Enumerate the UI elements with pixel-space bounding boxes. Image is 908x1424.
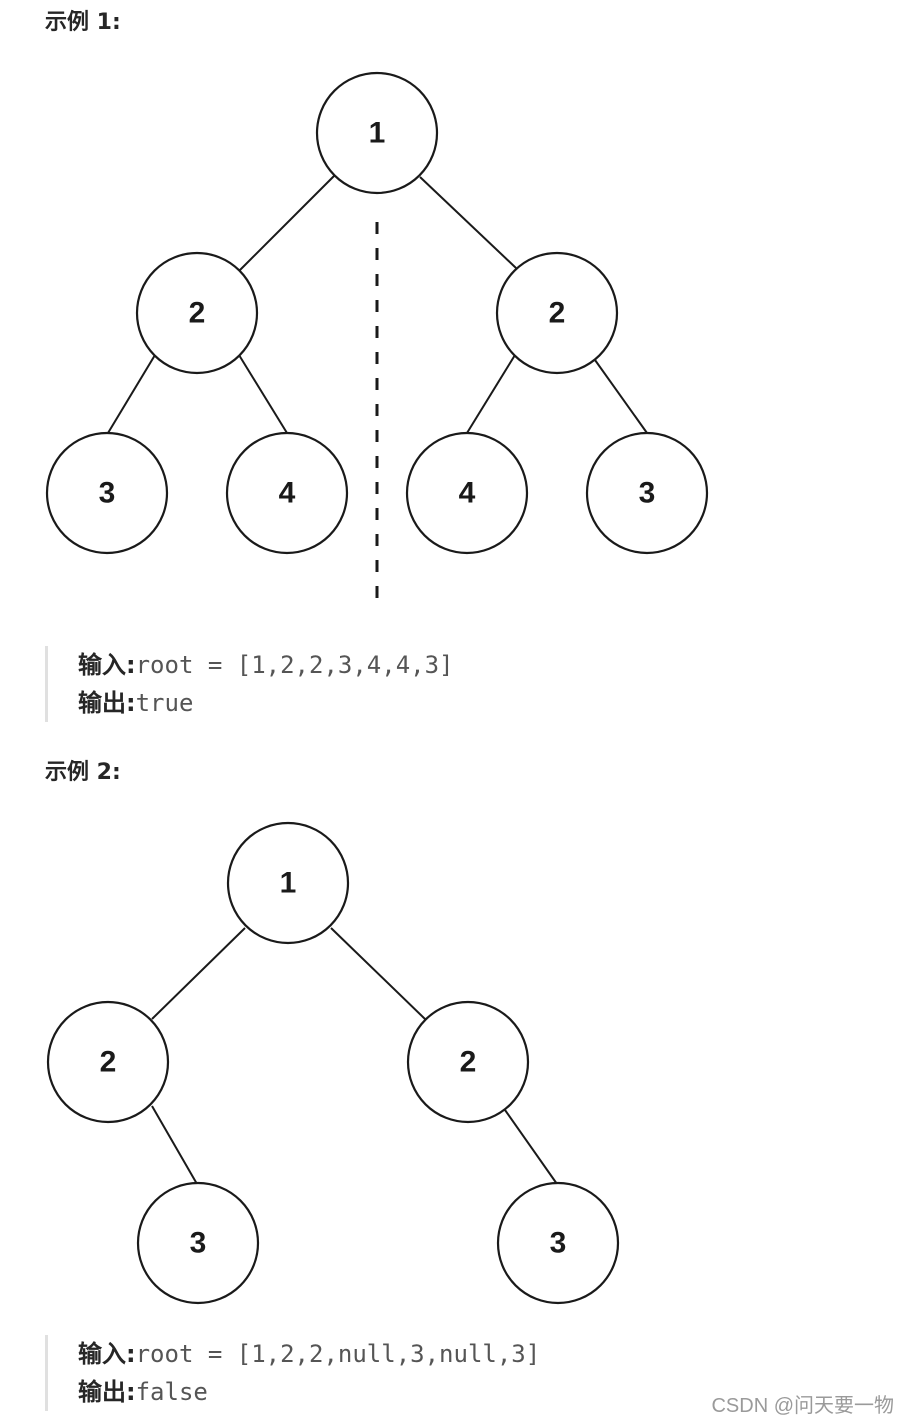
output-value: true [135,689,194,717]
svg-text:1: 1 [280,867,297,900]
example-2-io-block: 输入:root = [1,2,2,null,3,null,3] 输出:false [45,1335,540,1411]
edge-2a-3 [107,354,156,434]
example-2-title: 示例 2: [45,760,121,785]
tree-node: 1 [315,71,439,195]
tree-node: 2 [495,251,619,375]
tree-node: 3 [45,431,169,555]
input-value: root = [1,2,2,3,4,4,3] [135,651,454,679]
tree-node: 2 [406,1000,530,1124]
input-label: 输入: [78,651,136,679]
edge-1-2a [239,174,336,271]
edge-2b-4 [466,354,516,434]
tree-node: 1 [226,821,350,945]
output-line: 输出:true [78,684,454,722]
svg-text:2: 2 [549,297,566,330]
csdn-watermark: CSDN @问天要一物 [711,1395,894,1417]
tree-node: 2 [46,1000,170,1124]
svg-text:3: 3 [550,1227,567,1260]
edge-2b-3 [594,359,648,434]
input-line: 输入:root = [1,2,2,null,3,null,3] [78,1335,540,1373]
svg-text:4: 4 [279,477,296,510]
tree-node: 4 [405,431,529,555]
example-1-title: 示例 1: [45,10,121,35]
edge-1-2a [151,927,246,1020]
output-label: 输出: [78,1378,136,1406]
svg-text:1: 1 [369,117,386,150]
edge-1-2b [330,927,426,1020]
svg-text:2: 2 [189,297,206,330]
edge-1-2b [419,176,517,269]
edge-2a-3 [151,1105,198,1185]
svg-text:2: 2 [100,1046,117,1079]
output-label: 输出: [78,689,136,717]
input-label: 输入: [78,1340,136,1368]
edge-2b-3 [504,1109,558,1185]
output-line: 输出:false [78,1373,540,1411]
input-value: root = [1,2,2,null,3,null,3] [135,1340,541,1368]
tree-node: 4 [225,431,349,555]
svg-text:3: 3 [639,477,656,510]
example-1-tree-diagram: 1 2 2 3 4 4 3 [45,71,709,612]
input-line: 输入:root = [1,2,2,3,4,4,3] [78,646,454,684]
svg-text:3: 3 [99,477,116,510]
svg-text:2: 2 [460,1046,477,1079]
svg-text:4: 4 [459,477,476,510]
tree-node: 3 [136,1181,260,1305]
svg-text:3: 3 [190,1227,207,1260]
example-2-tree-diagram: 1 2 2 3 3 [46,821,620,1305]
tree-node: 3 [585,431,709,555]
edge-2a-4 [238,354,288,434]
output-value: false [135,1378,208,1406]
tree-node: 2 [135,251,259,375]
example-1-io-block: 输入:root = [1,2,2,3,4,4,3] 输出:true [45,646,454,722]
tree-node: 3 [496,1181,620,1305]
